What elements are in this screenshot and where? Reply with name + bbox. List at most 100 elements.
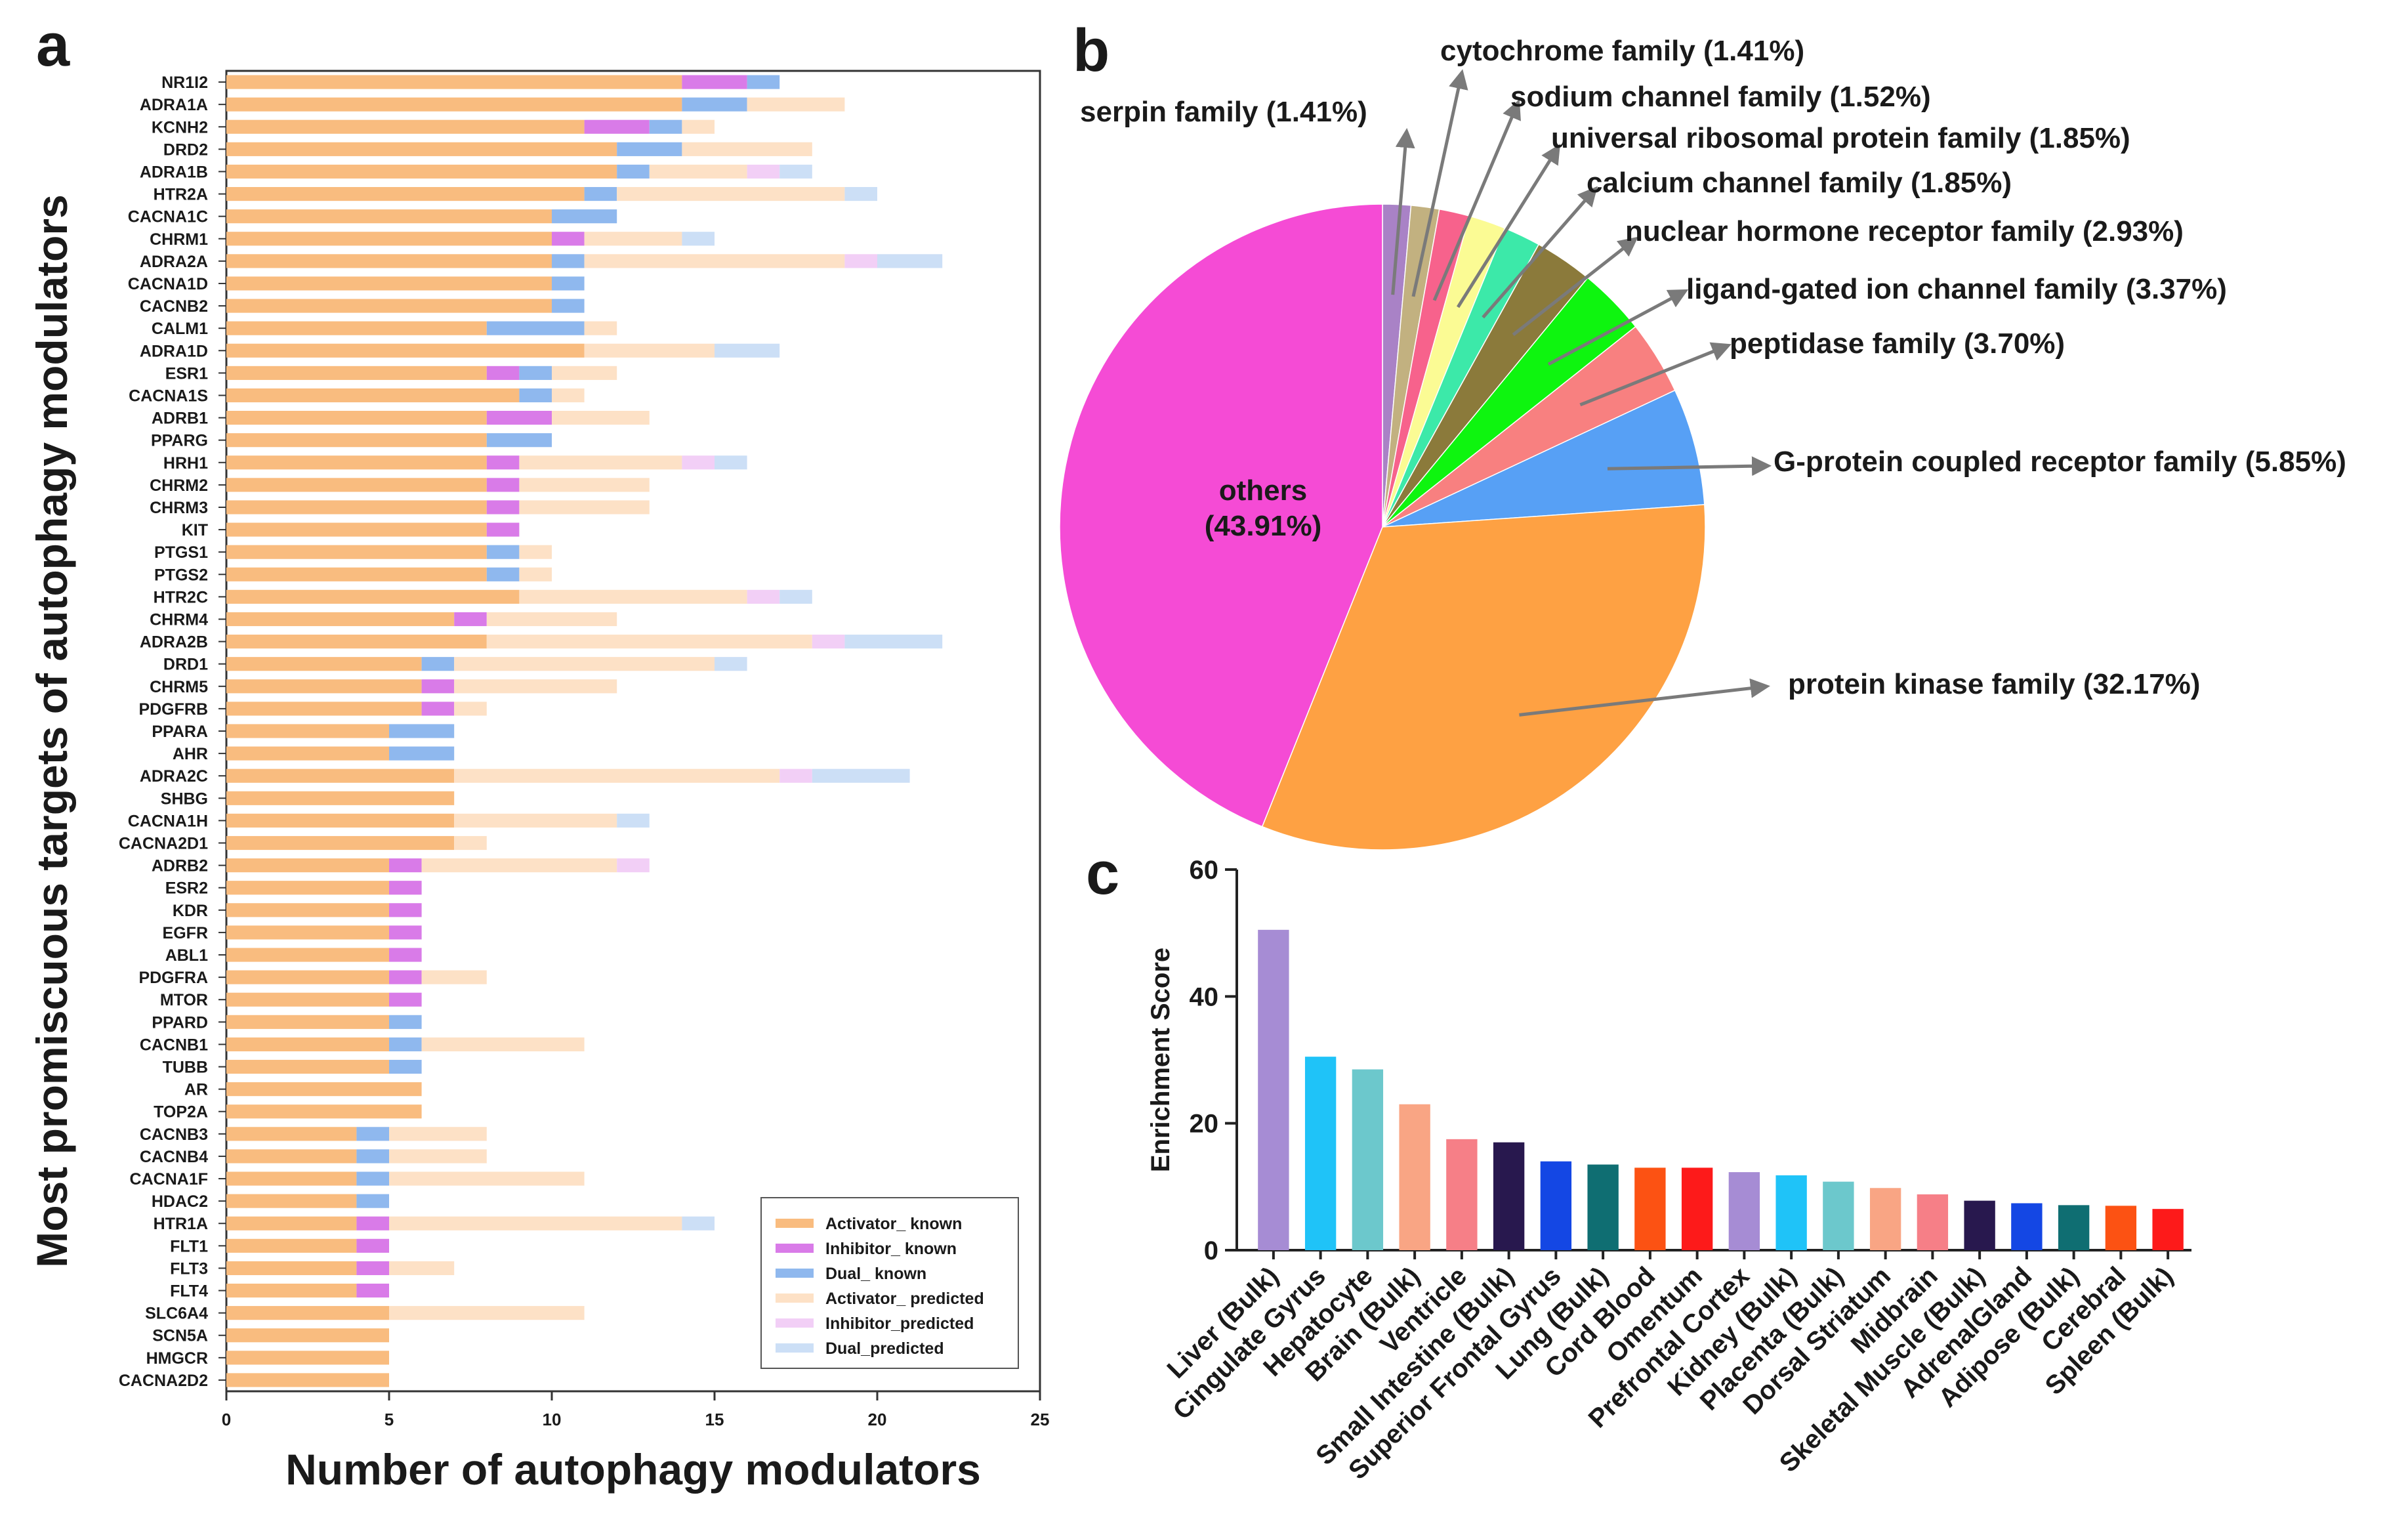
category-label-ADRB2: ADRB2: [152, 857, 208, 875]
bar-HRH1-series-4: [682, 455, 715, 470]
panel-a-stacked-bar-chart: NR1I2ADRA1AKCNH2DRD2ADRA1BHTR2ACACNA1CCH…: [28, 70, 1050, 1494]
category-label-CACNA2D1: CACNA2D1: [119, 835, 208, 853]
bar-CACNA1F-series-3: [389, 1171, 585, 1186]
category-label-PTGS2: PTGS2: [154, 566, 208, 584]
bar-ADRA1B-series-3: [649, 164, 747, 179]
c-bar-17: [2058, 1205, 2090, 1250]
bar-PPARA-series-0: [226, 724, 389, 738]
category-label-KDR: KDR: [173, 902, 208, 920]
category-label-HRH1: HRH1: [163, 454, 208, 473]
bar-FLT1-series-0: [226, 1238, 357, 1253]
pie-label-4-line-0: calcium channel family (1.85%): [1587, 167, 2012, 199]
bar-PDGFRB-series-1: [421, 702, 455, 716]
bar-FLT4-series-0: [226, 1283, 357, 1298]
bar-PPARG-series-0: [226, 433, 487, 448]
legend-swatch-2: [776, 1269, 814, 1278]
bar-ADRA2C-series-3: [454, 768, 780, 783]
pie-label-2-line-0: sodium channel family (1.52%): [1510, 81, 1931, 113]
bar-CHRM2-series-1: [486, 478, 520, 492]
legend-label-0: Activator_ known: [825, 1215, 962, 1233]
category-label-CACNA1F: CACNA1F: [130, 1170, 208, 1188]
category-label-MTOR: MTOR: [160, 991, 208, 1009]
pie-label-7: peptidase family (3.70%): [1730, 327, 2065, 360]
bar-CACNA2D2-series-0: [226, 1373, 389, 1387]
category-label-PTGS1: PTGS1: [154, 543, 208, 562]
legend-label-4: Inhibitor_predicted: [825, 1314, 974, 1333]
bar-ADRB2-series-4: [617, 858, 650, 873]
legend-label-2: Dual_ known: [825, 1265, 926, 1283]
bar-CACNA1H-series-5: [617, 813, 650, 828]
c-bar-1: [1304, 1057, 1337, 1250]
c-bar-4: [1446, 1139, 1478, 1250]
pie-slice-10: [1059, 203, 1383, 828]
category-label-DRD2: DRD2: [163, 140, 208, 159]
bar-ADRA2C-series-4: [779, 768, 812, 783]
c-bar-12: [1823, 1181, 1854, 1250]
bar-CACNA2D1-series-0: [226, 835, 455, 851]
bar-HTR1A-series-5: [682, 1216, 715, 1230]
category-label-HTR1A: HTR1A: [154, 1215, 208, 1233]
x-tick-label-25: 25: [1031, 1410, 1050, 1429]
bar-HTR2A-series-3: [617, 186, 845, 201]
bar-ADRB2-series-0: [226, 858, 389, 873]
bar-DRD2-series-3: [682, 142, 812, 156]
bar-DRD1-series-5: [715, 657, 747, 671]
bar-ADRA2B-series-3: [486, 635, 812, 649]
pie-leader-7: [1579, 342, 1732, 407]
bar-PTGS2-series-3: [519, 567, 552, 581]
bar-HTR2A-series-2: [584, 186, 617, 201]
bar-CACNB1-series-0: [226, 1037, 389, 1051]
bar-PDGFRA-series-0: [226, 970, 389, 984]
c-bar-0: [1258, 929, 1289, 1250]
bar-HTR2C-series-0: [226, 589, 520, 604]
bar-ESR1-series-2: [519, 366, 552, 380]
category-label-CHRM3: CHRM3: [150, 499, 208, 517]
bar-PPARG-series-2: [486, 433, 552, 448]
c-bar-6: [1540, 1161, 1572, 1250]
bar-DRD2-series-2: [617, 142, 682, 156]
category-label-ADRA2B: ADRA2B: [140, 633, 208, 652]
bar-ADRB1-series-0: [226, 411, 487, 425]
legend-label-5: Dual_predicted: [825, 1339, 944, 1358]
bar-HTR2A-series-0: [226, 186, 585, 201]
bar-ADRA1A-series-0: [226, 97, 682, 112]
bar-KCNH2-series-3: [682, 119, 715, 134]
bar-PTGS1-series-2: [486, 545, 520, 559]
category-label-CHRM4: CHRM4: [150, 610, 208, 629]
category-label-HTR2C: HTR2C: [154, 588, 208, 606]
bar-CHRM4-series-0: [226, 612, 455, 627]
bar-CHRM5-series-3: [454, 679, 617, 694]
bar-FLT3-series-0: [226, 1261, 357, 1276]
c-y-tick-label-40: 40: [1190, 982, 1219, 1011]
bar-ADRA2B-series-0: [226, 635, 487, 649]
panel-a-letter: a: [36, 12, 70, 79]
bar-MTOR-series-0: [226, 992, 389, 1007]
bar-EGFR-series-1: [389, 925, 422, 940]
bar-CACNA1H-series-0: [226, 813, 455, 828]
bar-CACNA1S-series-0: [226, 388, 520, 403]
bar-CACNA1F-series-0: [226, 1171, 357, 1186]
bar-CACNB4-series-3: [389, 1149, 487, 1164]
panel-a-y-axis-title: Most promiscuous targets of autophagy mo…: [28, 194, 76, 1267]
pie-slice-8: [1382, 389, 1705, 528]
bar-CHRM4-series-1: [454, 612, 487, 627]
bar-CACNA1C-series-0: [226, 209, 552, 224]
pie-leader-4: [1482, 186, 1598, 319]
category-label-ABL1: ABL1: [165, 946, 208, 965]
c-bar-19: [2152, 1209, 2184, 1250]
bar-HTR2C-series-4: [747, 589, 780, 604]
bar-HRH1-series-5: [715, 455, 747, 470]
category-label-ADRA1D: ADRA1D: [140, 342, 208, 360]
category-label-HMGCR: HMGCR: [146, 1349, 208, 1368]
bar-DRD2-series-0: [226, 142, 617, 156]
bar-HRH1-series-3: [519, 455, 682, 470]
x-tick-label-0: 0: [222, 1410, 231, 1429]
bar-ESR1-series-0: [226, 366, 487, 380]
c-bar-3: [1399, 1104, 1430, 1250]
bar-CACNB1-series-3: [421, 1037, 585, 1051]
bar-ADRA2B-series-4: [812, 635, 845, 649]
category-label-AR: AR: [184, 1081, 208, 1099]
category-label-PPARD: PPARD: [152, 1013, 208, 1032]
legend-swatch-5: [776, 1343, 814, 1353]
